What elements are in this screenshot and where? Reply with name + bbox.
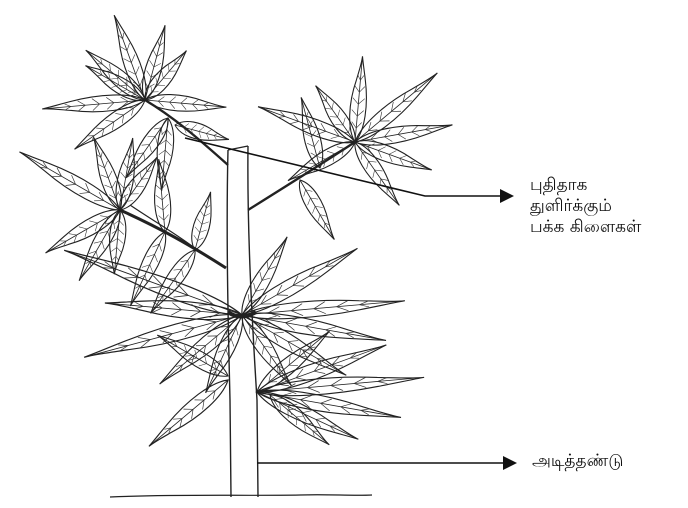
leaf-icon	[144, 374, 234, 453]
leaf-icon	[137, 23, 172, 102]
branch-mid-left	[120, 210, 226, 268]
leaf-icon	[256, 384, 403, 425]
leaf-icon	[107, 12, 153, 102]
leaf-icon	[123, 229, 172, 310]
leaf-icon	[265, 389, 334, 451]
leaf-icon	[72, 206, 127, 285]
arrow-right-icon	[500, 189, 514, 203]
leaf-icon	[151, 158, 173, 232]
ground-line	[110, 495, 372, 497]
main-stem-label: அடித்தண்டு	[532, 451, 623, 472]
leaf-icon	[187, 190, 218, 252]
side-branches-label-line: புதிதாக	[530, 175, 641, 196]
leaf-icon	[235, 233, 294, 319]
side-branch-pointer	[185, 138, 514, 203]
side-branches-label: புதிதாக துளிர்க்கும் பக்க கிளைகள்	[530, 175, 641, 238]
side-branches-label-line: துளிர்க்கும்	[530, 196, 641, 217]
leaf-icon	[144, 92, 227, 115]
leaf-cluster-low-left	[144, 328, 234, 452]
leaf-icon	[293, 176, 341, 243]
leaf-icon	[347, 56, 370, 143]
leaf-cluster-top-right	[255, 56, 453, 244]
leaf-icon	[16, 145, 124, 217]
side-branches-label-line: பக்க கிளைகள்	[530, 217, 641, 238]
leaf-icon	[348, 138, 405, 210]
leaf-cluster-top-left	[41, 12, 231, 191]
arrow-right-icon	[503, 456, 517, 470]
leaf-icon	[241, 307, 388, 348]
stem-pointer	[257, 456, 517, 470]
leaf-icon	[82, 307, 244, 365]
leaf-cluster-node	[61, 233, 405, 396]
leaf-cluster-low-right	[252, 325, 425, 451]
leaf-cluster-mid-left	[16, 135, 219, 318]
